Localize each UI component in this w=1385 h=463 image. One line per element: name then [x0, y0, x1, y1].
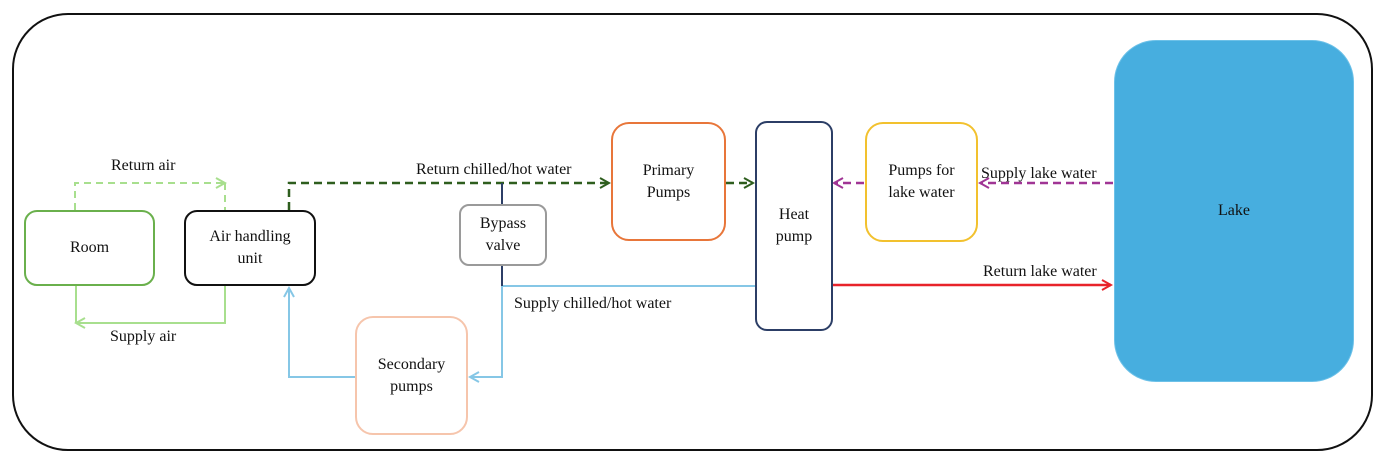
- secondary-to-ahu-flow: [289, 288, 355, 378]
- diagram-frame: [12, 13, 1373, 451]
- return-water-label: Return chilled/hot water: [416, 161, 572, 178]
- air-handling-unit-node: Air handling unit: [184, 210, 316, 286]
- primary-pumps-node: Primary Pumps: [611, 122, 726, 241]
- supply-water-to-secondary: [470, 286, 503, 377]
- return-air-flow: [74, 183, 225, 210]
- bypass-valve-node: Bypass valve: [459, 204, 547, 266]
- return-lake-label: Return lake water: [983, 263, 1097, 280]
- secondary-pumps-node: Secondary pumps: [355, 316, 468, 435]
- room-node: Room: [24, 210, 155, 286]
- supply-lake-label: Supply lake water: [981, 165, 1097, 182]
- supply-air-label: Supply air: [110, 328, 177, 345]
- return-water-flow: [287, 183, 609, 210]
- return-air-label: Return air: [111, 157, 176, 174]
- lake-water-pumps-node: Pumps for lake water: [865, 122, 978, 242]
- heat-pump-node: Heat pump: [755, 121, 833, 331]
- supply-air-flow: [76, 286, 226, 323]
- lake-node: Lake: [1114, 40, 1354, 382]
- supply-water-label: Supply chilled/hot water: [514, 295, 672, 312]
